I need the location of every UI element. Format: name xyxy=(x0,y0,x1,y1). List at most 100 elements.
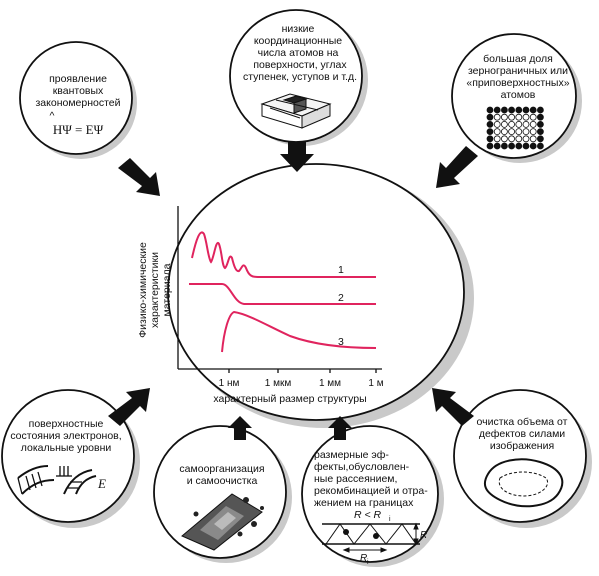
boundary-atom xyxy=(522,106,530,114)
scattering-illustration xyxy=(322,522,420,553)
y-label-line-2: характеристики xyxy=(149,252,161,328)
quantum-line-3: закономерностей xyxy=(35,97,120,109)
curve-1-label: 1 xyxy=(338,264,344,276)
size-inequality-sub: i xyxy=(389,516,391,523)
boundary-atom xyxy=(493,142,501,150)
ri-sub: i xyxy=(367,559,369,566)
defects-arrow xyxy=(432,388,474,426)
boundary-atom xyxy=(529,142,537,150)
coordination-line-1: низкие xyxy=(282,23,315,35)
size-bubble xyxy=(301,425,439,563)
x-tick-label-2: 1 мкм xyxy=(265,378,292,389)
bulk-atom xyxy=(529,135,537,143)
quantum-formula-hat: ^ xyxy=(50,110,55,122)
defects-line-2: дефектов силами xyxy=(479,428,565,440)
coordination-line-4: поверхности, углах xyxy=(253,59,347,71)
bulk-atom xyxy=(493,135,501,143)
coordination-line-5: ступенек, уступов и т.д. xyxy=(243,71,357,83)
surface-line-1: поверхностные xyxy=(29,418,104,430)
size-line-4: рекомбинацией и отра- xyxy=(314,485,428,497)
size-line-5: жением на границах xyxy=(314,497,414,509)
quantum-line-2: квантовых xyxy=(53,85,104,97)
y-label-line-3: материала xyxy=(161,263,173,316)
boundary-atom xyxy=(486,128,494,136)
bulk-atom xyxy=(500,121,508,128)
x-axis-label: характерный размер структуры xyxy=(213,393,366,405)
boundary-atom xyxy=(493,106,501,114)
bulk-atom xyxy=(508,121,516,128)
quantum-formula: HΨ = EΨ xyxy=(53,122,104,137)
surface-bubble xyxy=(1,389,135,523)
boundary-atom xyxy=(537,142,544,150)
bulk-atom xyxy=(515,121,523,128)
energy-symbol: E xyxy=(97,476,106,491)
step-terrace-illustration xyxy=(260,93,332,129)
curve-2 xyxy=(189,283,376,305)
quantum-line-1: проявление xyxy=(49,73,107,85)
selforg-line-2: и самоочистка xyxy=(187,475,258,487)
boundary-atom xyxy=(508,106,516,114)
curve-3 xyxy=(221,310,377,353)
grain-arrow xyxy=(436,146,478,188)
surface-arrow xyxy=(108,388,150,426)
defects-bubble xyxy=(453,389,587,523)
boundary-atom xyxy=(537,128,544,136)
defects-line-3: изображения xyxy=(490,440,554,452)
grain-line-1: большая доля xyxy=(483,53,553,65)
boundary-atom xyxy=(529,106,537,114)
bulk-atom xyxy=(500,135,508,143)
scatter-center-2 xyxy=(373,533,379,539)
y-axis-label: Физико-химические характеристики материа… xyxy=(137,242,173,338)
bulk-atom xyxy=(508,128,516,136)
size-inequality: R < R xyxy=(354,509,382,521)
boundary-atom xyxy=(486,106,494,114)
boundary-atom xyxy=(537,121,544,128)
size-line-3: ные рассеянием, xyxy=(314,473,397,485)
boundary-atom xyxy=(515,106,523,114)
self-organization-illustration xyxy=(181,493,264,551)
y-label-line-1: Физико-химические xyxy=(137,242,149,338)
bulk-atom xyxy=(522,135,530,143)
boundary-atom xyxy=(486,113,494,121)
boundary-atom xyxy=(500,106,508,114)
curve-3-label: 3 xyxy=(338,336,344,348)
quantum-bubble xyxy=(19,41,133,155)
bulk-atom xyxy=(522,121,530,128)
coordination-line-2: координационные xyxy=(254,35,342,47)
boundary-atom xyxy=(486,142,494,150)
curve-1 xyxy=(191,231,376,278)
size-line-1: размерные эф- xyxy=(314,449,389,461)
bulk-atom xyxy=(493,128,501,136)
coordination-arrow xyxy=(280,142,314,172)
bulk-atom xyxy=(522,113,530,121)
grain-line-3: «приповерхностных» xyxy=(466,77,569,89)
boundary-atom xyxy=(537,106,544,114)
boundary-atom xyxy=(522,142,530,150)
defect-grain-illustration xyxy=(483,458,564,508)
boundary-atom xyxy=(500,142,508,150)
central-ellipse xyxy=(167,163,465,421)
quantum-arrow xyxy=(118,158,160,196)
boundary-atom xyxy=(515,142,523,150)
bulk-atom xyxy=(529,128,537,136)
boundary-atom xyxy=(486,135,494,143)
curve-2-label: 2 xyxy=(338,292,344,304)
atom-grid xyxy=(486,106,544,150)
grain-line-4: атомов xyxy=(501,89,536,101)
bulk-atom xyxy=(529,121,537,128)
grain-bubble xyxy=(451,33,577,159)
band-bending-illustration xyxy=(17,465,97,495)
size-arrow xyxy=(328,416,352,440)
bulk-atom xyxy=(500,128,508,136)
selforg-line-1: самоорганизация xyxy=(179,463,264,475)
x-tick-label-3: 1 мм xyxy=(319,378,341,389)
bulk-atom xyxy=(529,113,537,121)
bulk-atom xyxy=(508,113,516,121)
r-label: R xyxy=(420,530,427,541)
boundary-atom xyxy=(537,135,544,143)
size-line-2: фекты,обусловлен- xyxy=(314,461,410,473)
boundary-atom xyxy=(537,113,544,121)
bulk-atom xyxy=(515,128,523,136)
